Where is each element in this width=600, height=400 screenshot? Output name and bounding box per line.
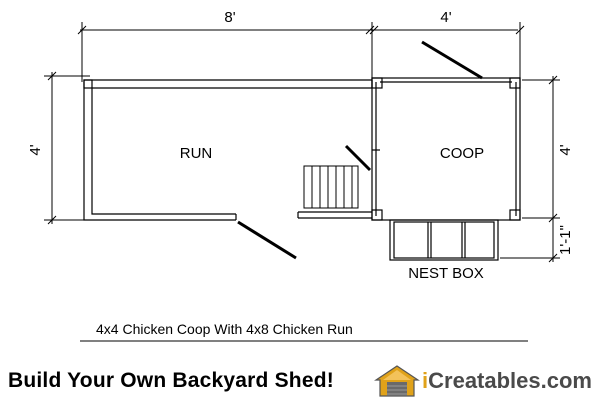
- ramp: [303, 165, 359, 209]
- nest-box-outer: [389, 219, 499, 261]
- right-dim-tick-mid: [548, 213, 558, 223]
- top-dim-tick-mid-b: [369, 25, 379, 35]
- coop-post-br: [509, 209, 521, 221]
- room-label-coop: COOP: [440, 145, 484, 162]
- brand-logo-link[interactable]: iCreatables.com: [374, 364, 592, 398]
- brand-name-i: i: [422, 368, 429, 393]
- right-dim-tick-bottom: [548, 253, 558, 263]
- run-frame-outer: [83, 79, 372, 221]
- dimension-nest-depth: 1'-1": [557, 225, 574, 255]
- left-dim-tick-top: [47, 71, 57, 81]
- nest-box-inner: [393, 221, 495, 259]
- diagram-caption: 4x4 Chicken Coop With 4x8 Chicken Run: [96, 321, 353, 337]
- coop-post-tr: [509, 77, 521, 89]
- brand-name-rest: Creatables.com: [428, 368, 592, 393]
- dimension-left-height: 4': [27, 144, 44, 155]
- left-dim-tick-bottom: [47, 215, 57, 225]
- shed-house-icon: [374, 365, 420, 397]
- run-frame-inner: [91, 87, 372, 215]
- coop-pop-door: [344, 144, 372, 172]
- coop-post-bl: [371, 209, 383, 221]
- dimension-run-width: 8': [224, 9, 235, 26]
- top-dim-tick-mid-a: [365, 25, 375, 35]
- run-door: [237, 220, 297, 260]
- dimension-right-height: 4': [557, 144, 574, 155]
- room-label-nest-box: NEST BOX: [408, 265, 484, 282]
- footer-banner: Build Your Own Backyard Shed! iCreatable…: [0, 362, 600, 400]
- run-post-corner: [83, 79, 93, 89]
- coop-top-door: [421, 40, 483, 80]
- coop-post-tl: [371, 77, 383, 89]
- top-dim-tick-right: [515, 25, 525, 35]
- room-label-run: RUN: [180, 145, 213, 162]
- top-dim-tick-left: [77, 25, 87, 35]
- brand-name: iCreatables.com: [422, 368, 592, 394]
- right-dim-tick-top: [548, 75, 558, 85]
- dimension-coop-width: 4': [440, 9, 451, 26]
- slogan: Build Your Own Backyard Shed!: [8, 369, 334, 392]
